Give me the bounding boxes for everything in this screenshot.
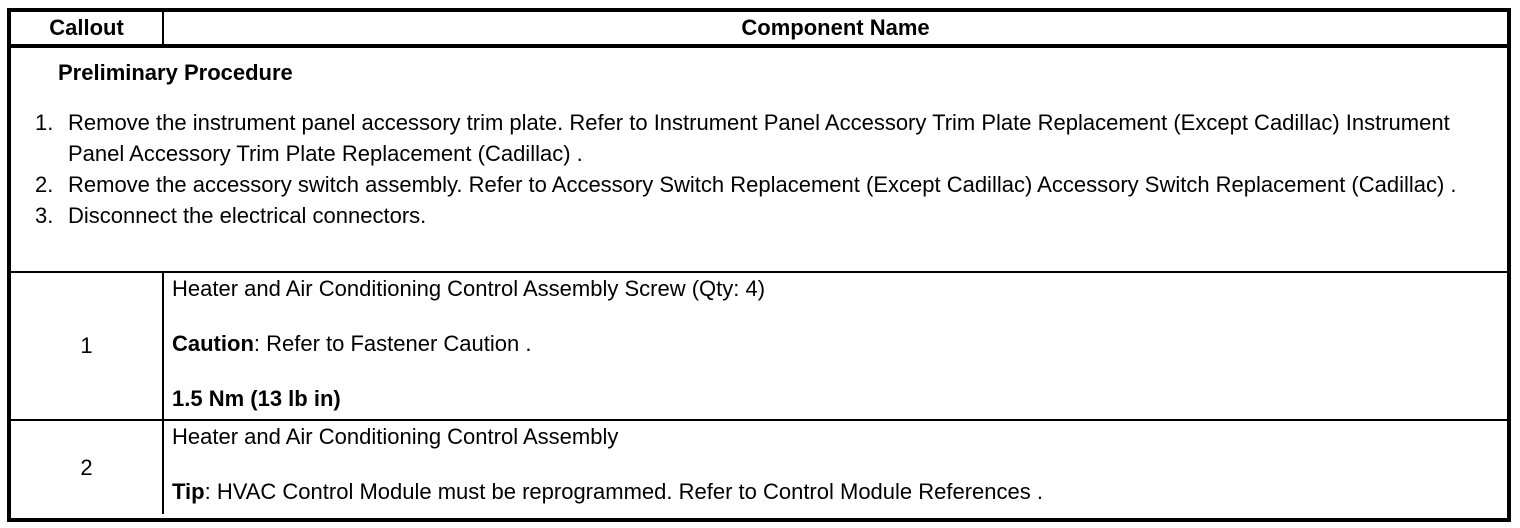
tip-label: Tip [172,479,205,504]
caution-text: : Refer to Fastener Caution . [253,331,532,356]
table-row: 2 Heater and Air Conditioning Control As… [11,421,1507,514]
step-number: 2. [35,172,54,197]
table-row: 1 Heater and Air Conditioning Control As… [11,273,1507,421]
preliminary-step-3: 3. Disconnect the electrical connectors. [35,200,1489,231]
caution-note: Caution: Refer to Fastener Caution . [172,333,1493,355]
table-header-row: Callout Component Name [11,12,1507,48]
callout-number: 1 [11,273,164,419]
component-cell: Heater and Air Conditioning Control Asse… [164,273,1507,419]
header-cell-callout: Callout [11,12,164,44]
caution-label: Caution [172,331,254,356]
torque-spec: 1.5 Nm (13 lb in) [172,386,341,411]
step-text: Remove the instrument panel accessory tr… [68,110,1450,166]
tip-note: Tip: HVAC Control Module must be reprogr… [172,481,1493,503]
step-text: Remove the accessory switch assembly. Re… [68,172,1457,197]
step-number: 3. [35,203,54,228]
tip-text: : HVAC Control Module must be reprogramm… [204,479,1043,504]
header-cell-component-name: Component Name [741,15,930,40]
component-name: Heater and Air Conditioning Control Asse… [172,276,766,301]
component-cell: Heater and Air Conditioning Control Asse… [164,421,1507,514]
preliminary-step-2: 2. Remove the accessory switch assembly.… [35,169,1489,200]
component-callout-table: Callout Component Name Preliminary Proce… [7,8,1511,522]
callout-number: 2 [11,421,164,514]
step-text: Disconnect the electrical connectors. [68,203,427,228]
preliminary-procedure-title: Preliminary Procedure [58,60,293,85]
step-number: 1. [35,110,54,135]
preliminary-step-1: 1. Remove the instrument panel accessory… [35,107,1489,169]
preliminary-procedure-section: Preliminary Procedure 1. Remove the inst… [11,48,1507,273]
component-name: Heater and Air Conditioning Control Asse… [172,424,619,449]
